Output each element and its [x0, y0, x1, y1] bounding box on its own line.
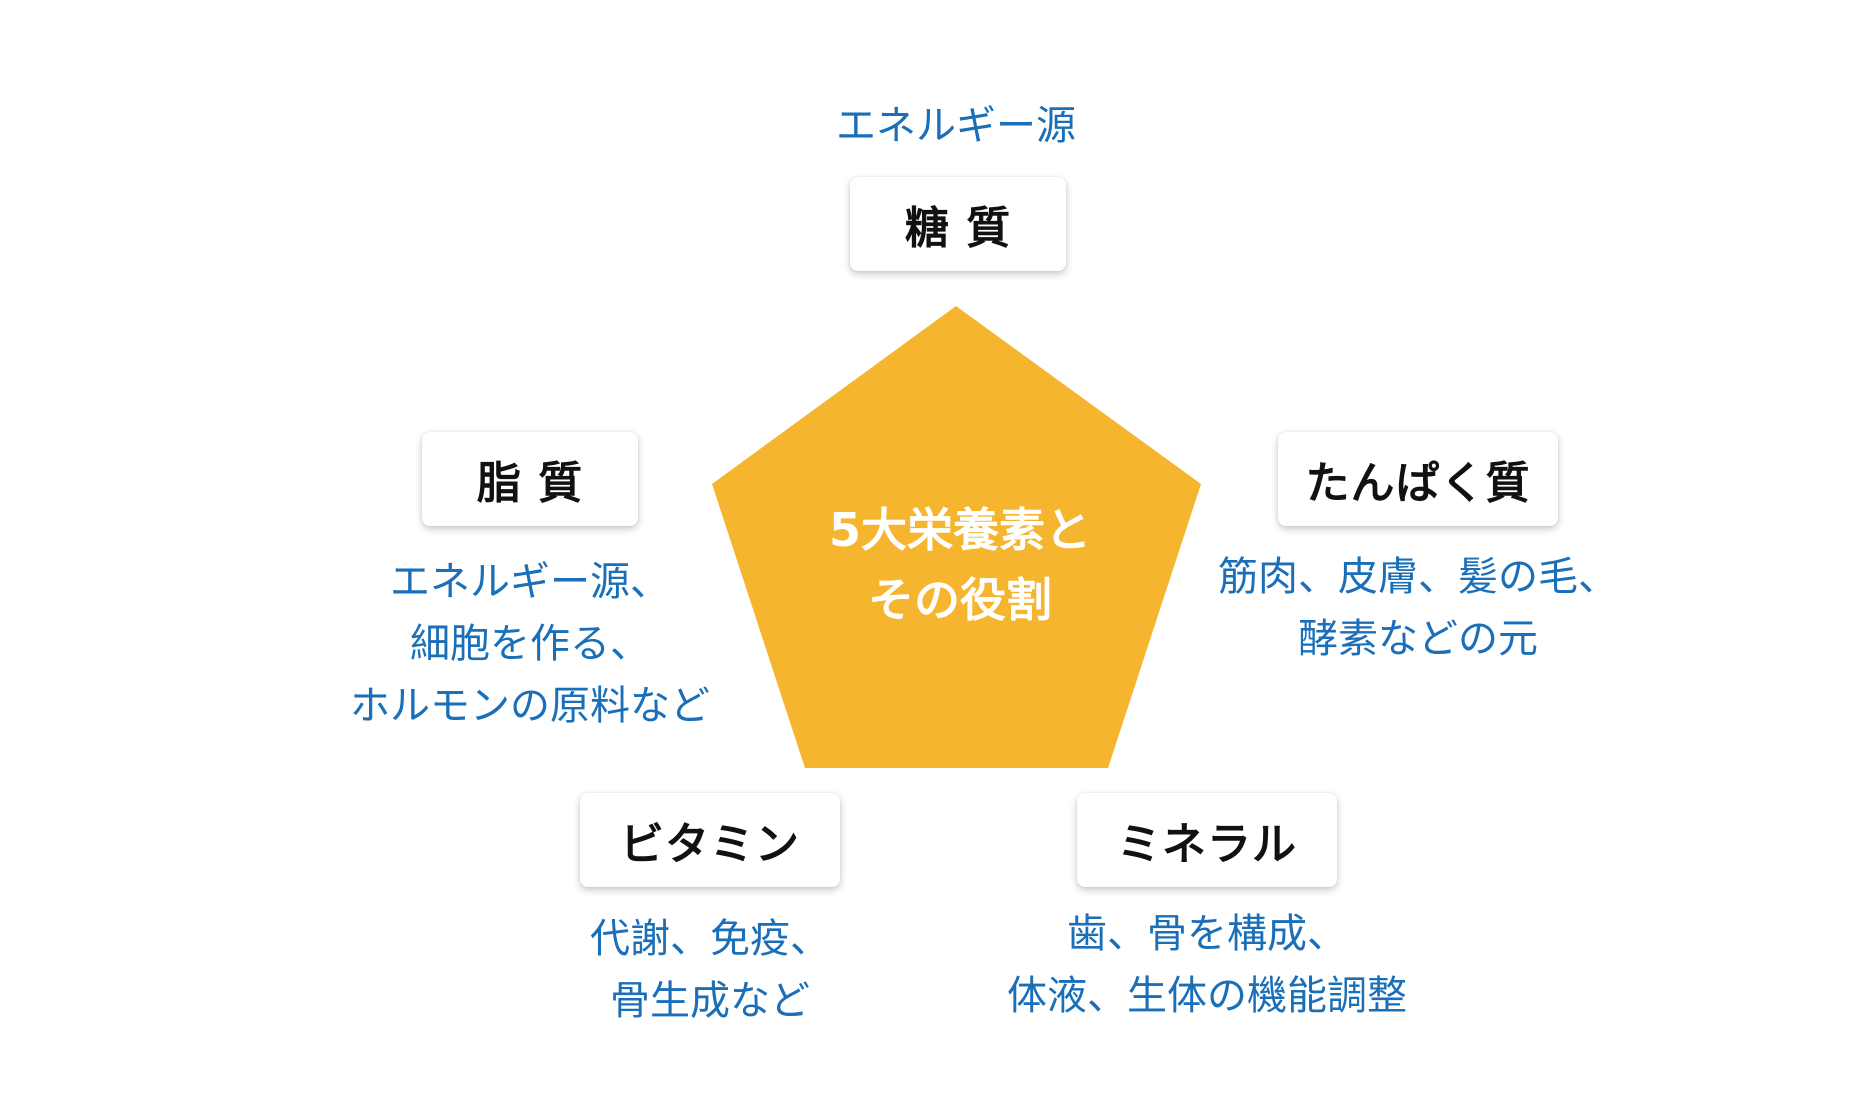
lipid-description: エネルギー源、 細胞を作る、 ホルモンの原料など — [280, 551, 780, 737]
carbohydrate-description-line-1: エネルギー源 — [836, 103, 1076, 149]
center-title-line-2: その役割 — [868, 573, 1052, 627]
center-title-line-1: 5大栄養素と — [828, 503, 1091, 557]
mineral-description: 歯、骨を構成、 体液、生体の機能調整 — [907, 903, 1507, 1027]
protein-description: 筋肉、皮膚、髪の毛、 酵素などの元 — [1168, 546, 1668, 670]
carbohydrate-label: 糖 質 — [904, 203, 1012, 254]
vitamin-label: ビタミン — [620, 819, 800, 870]
carbohydrate-card: 糖 質 — [850, 177, 1066, 271]
center-title: 5大栄養素と その役割 — [760, 495, 1160, 635]
mineral-description-line-2: 体液、生体の機能調整 — [1007, 973, 1407, 1019]
mineral-card: ミネラル — [1077, 793, 1337, 887]
carbohydrate-description: エネルギー源 — [756, 95, 1156, 157]
protein-description-line-1: 筋肉、皮膚、髪の毛、 — [1218, 554, 1618, 600]
vitamin-description: 代謝、免疫、 骨生成など — [560, 908, 860, 1032]
vitamin-description-line-2: 骨生成など — [610, 978, 810, 1024]
lipid-description-line-3: ホルモンの原料など — [350, 683, 710, 729]
lipid-description-line-1: エネルギー源、 — [390, 559, 670, 605]
protein-description-line-2: 酵素などの元 — [1298, 616, 1538, 662]
vitamin-card: ビタミン — [580, 793, 840, 887]
protein-card: たんぱく質 — [1278, 432, 1558, 526]
protein-label: たんぱく質 — [1305, 458, 1531, 509]
vitamin-description-line-1: 代謝、免疫、 — [590, 916, 830, 962]
lipid-description-line-2: 細胞を作る、 — [410, 621, 650, 667]
mineral-description-line-1: 歯、骨を構成、 — [1067, 911, 1347, 957]
lipid-card: 脂 質 — [422, 432, 638, 526]
lipid-label: 脂 質 — [476, 458, 584, 509]
center-pentagon — [712, 306, 1201, 768]
mineral-label: ミネラル — [1117, 819, 1297, 870]
